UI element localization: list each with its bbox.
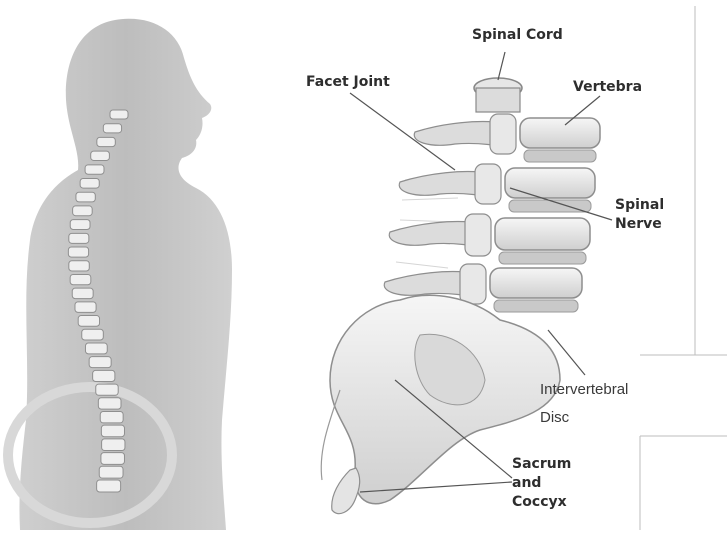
silhouette-vertebra (103, 124, 121, 133)
vertebra-label: Vertebra (573, 78, 642, 97)
silhouette-vertebra (78, 316, 99, 327)
silhouette-vertebra (69, 233, 89, 243)
spinal-nerve-label: Spinal Nerve (615, 196, 664, 234)
sacrum-coccyx-line-1: Sacrum (512, 455, 571, 474)
intervertebral-disc-line-1: Intervertebral (540, 376, 628, 404)
silhouette-vertebra (85, 343, 107, 354)
facet-joint-shape (460, 264, 486, 304)
coccyx-bone (332, 468, 360, 514)
vertebral-body (505, 168, 595, 198)
silhouette-vertebra (73, 206, 93, 216)
silhouette-vertebra (89, 357, 111, 368)
spinal-cord-segment (476, 88, 520, 112)
silhouette-vertebra (75, 302, 96, 313)
spinal-nerve-line-1: Spinal (615, 196, 664, 215)
silhouette-vertebra (93, 370, 115, 381)
silhouette-vertebra (80, 179, 99, 189)
vertebral-body (490, 268, 582, 298)
spinal-cord-callout (498, 52, 505, 80)
intervertebral-disc-shape (499, 252, 586, 264)
silhouette-vertebra (85, 165, 104, 174)
spinal-nerve-line-2: Nerve (615, 215, 664, 234)
silhouette-vertebra (96, 384, 118, 395)
intervertebral-disc-shape (494, 300, 578, 312)
sacrum-coccyx-line-3: Coccyx (512, 493, 571, 512)
silhouette-vertebra (76, 192, 95, 202)
silhouette-vertebra (101, 453, 125, 465)
silhouette-vertebra (70, 220, 90, 230)
facet-joint-label: Facet Joint (306, 73, 390, 92)
spinal-cord-label: Spinal Cord (472, 26, 563, 45)
body-silhouette-shape (19, 19, 232, 530)
silhouette-vertebra (69, 261, 89, 271)
intervertebral-disc-label: Intervertebral Disc (540, 376, 628, 432)
facet-joint-shape (490, 114, 516, 154)
vertebral-body (495, 218, 590, 250)
silhouette-vertebra (100, 411, 123, 422)
vertebral-body (520, 118, 600, 148)
silhouette-vertebra (97, 480, 121, 492)
frame-lines (640, 6, 727, 530)
silhouette-vertebra (72, 288, 93, 298)
silhouette-vertebra (99, 466, 123, 478)
silhouette-vertebra (68, 247, 88, 257)
silhouette-vertebra (101, 425, 124, 437)
silhouette-vertebra (98, 398, 121, 409)
sacrum-coccyx-label: Sacrum and Coccyx (512, 455, 571, 512)
facet-joint-shape (465, 214, 491, 256)
silhouette-vertebra (110, 110, 128, 119)
intervertebral-disc-shape (509, 200, 591, 212)
silhouette-vertebra (102, 439, 125, 451)
silhouette-vertebra (97, 137, 115, 146)
intervertebral-disc-shape (524, 150, 596, 162)
intervertebral-disc-line-2: Disc (540, 404, 628, 432)
lumbar-spine-detail (321, 78, 600, 514)
silhouette-vertebra (82, 329, 104, 340)
silhouette-vertebra (70, 274, 91, 284)
facet-joint-shape (475, 164, 501, 204)
sacrum-coccyx-line-2: and (512, 474, 571, 493)
silhouette-vertebra (91, 151, 110, 160)
